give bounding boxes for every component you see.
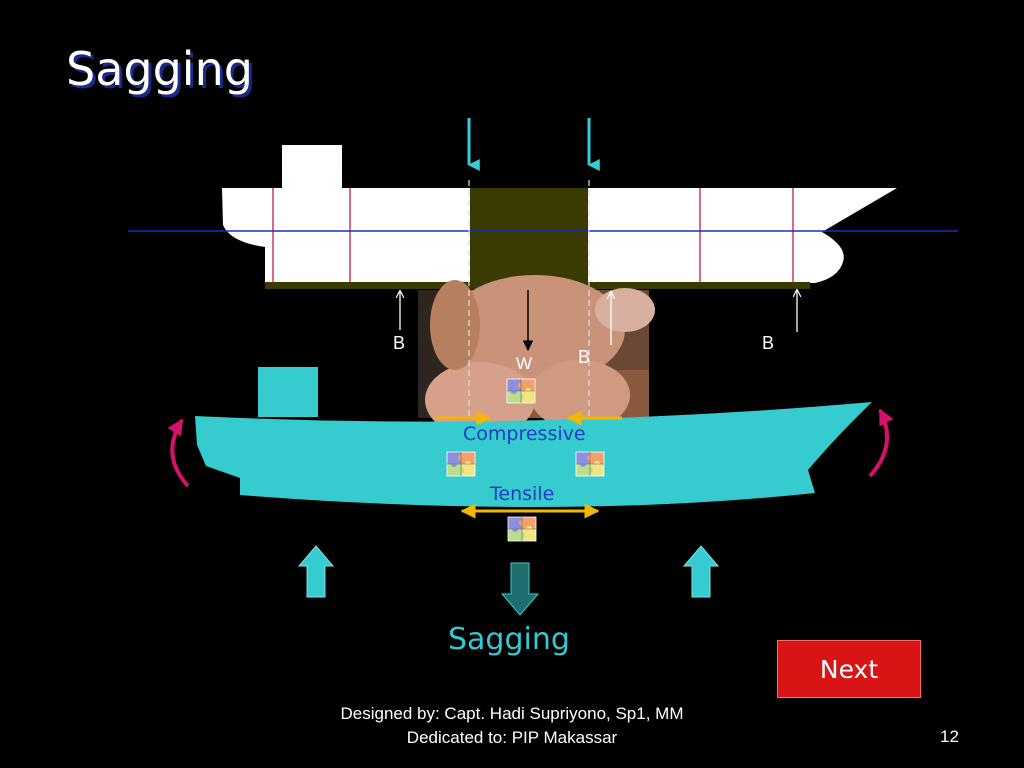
next-button[interactable]: Next [777,640,921,698]
ship-profile-top [128,145,958,289]
buoyancy-label: B [762,333,775,353]
compressive-label: Compressive [463,423,586,445]
puzzle-icon [446,451,476,477]
page-number: 12 [940,727,959,746]
arrow-up-icon [682,545,720,598]
footer-credits: Designed by: Capt. Hadi Supriyono, Sp1, … [262,702,762,750]
superstructure-sagging [258,367,318,417]
diagram-caption: Sagging [448,622,570,657]
footer-designer: Designed by: Capt. Hadi Supriyono, Sp1, … [340,704,684,723]
buoyancy-label: B [578,347,591,367]
superstructure [282,145,342,189]
curved-arrow-icon [868,408,894,478]
buoyancy-label: B [393,333,406,353]
arrow-up-icon [297,545,335,598]
hull-sagging [195,402,872,508]
arrow-down-icon [500,562,540,616]
puzzle-icon [506,378,536,404]
cargo-block [470,188,588,282]
tensile-label: Tensile [490,483,555,505]
puzzle-icon [575,451,605,477]
weight-label: W [516,354,533,373]
bulkhead-lines [272,188,794,282]
photo-illustration [418,275,655,438]
slide-title: Sagging [66,42,253,96]
curved-arrow-icon [167,418,190,488]
footer-dedication: Dedicated to: PIP Makassar [406,728,618,747]
ship-profile-sagging [195,367,872,508]
puzzle-icon [507,516,537,542]
